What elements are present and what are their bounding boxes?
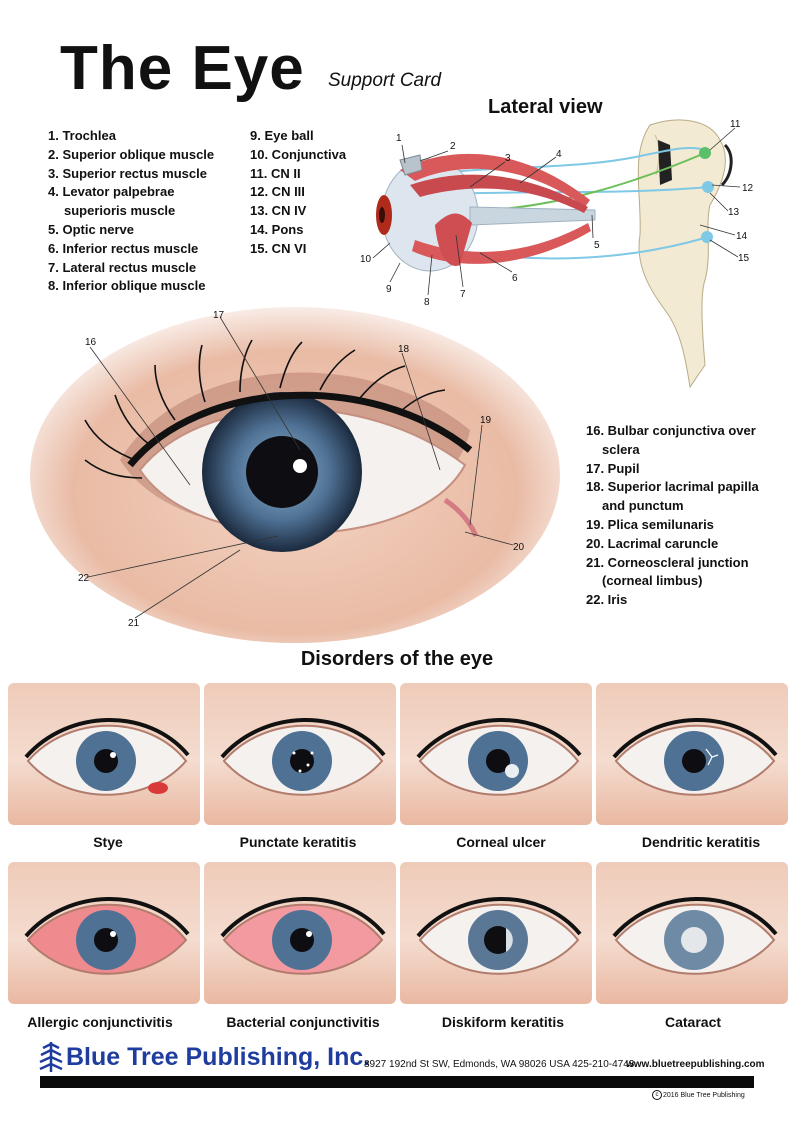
tree-logo-icon: [39, 1042, 63, 1072]
legend-item: 11. CN II: [250, 165, 301, 181]
legend-item: 22. Iris: [586, 592, 628, 608]
legend-item: superioris muscle: [64, 203, 176, 219]
disorder-label: Bacterial conjunctivitis: [226, 1014, 380, 1030]
disorder-thumb-stye: [8, 683, 200, 825]
disorder-label: Corneal ulcer: [456, 834, 546, 850]
footer-bar: [40, 1076, 754, 1088]
page-title: The Eye: [60, 34, 305, 103]
callout-15: 15: [738, 253, 750, 264]
legend-item: 9. Eye ball: [250, 128, 314, 143]
front-view-eye-illustration: 16 17 18 19 20 21 22: [30, 307, 560, 643]
callout-5: 5: [594, 240, 600, 251]
company-name: Blue Tree Publishing, Inc.: [66, 1043, 371, 1071]
legend-item: 2. Superior oblique muscle: [48, 146, 215, 162]
company-address: 8927 192nd St SW, Edmonds, WA 98026 USA …: [364, 1059, 635, 1070]
company-website[interactable]: www.bluetreepublishing.com: [626, 1059, 765, 1070]
legend-item: (corneal limbus): [602, 573, 703, 589]
legend-item: sclera: [602, 441, 640, 457]
legend-item: 6. Inferior rectus muscle: [48, 240, 199, 256]
callout-13: 13: [728, 207, 740, 218]
disorder-label: Allergic conjunctivitis: [27, 1014, 173, 1030]
legend-item: 13. CN IV: [250, 203, 307, 219]
legend-item: 8. Inferior oblique muscle: [48, 278, 206, 294]
callout-16: 16: [85, 337, 97, 348]
disorder-thumb-diskiform-keratitis: [400, 862, 592, 1004]
legend-item: and punctum: [602, 498, 684, 514]
copyright-text: 2016 Blue Tree Publishing: [663, 1092, 745, 1099]
disorder-thumb-allergic-conjunctivitis: [8, 862, 200, 1004]
disorder-label: Dendritic keratitis: [641, 834, 761, 850]
callout-22: 22: [78, 573, 90, 584]
lateral-legend-col1: 1. Trochlea 2. Superior oblique muscle 3…: [48, 127, 214, 296]
disorder-label: Punctate keratitis: [239, 834, 357, 850]
legend-item: 3. Superior rectus muscle: [48, 165, 207, 181]
callout-20: 20: [513, 542, 525, 553]
page-subtitle: Support Card: [328, 70, 442, 91]
callout-3: 3: [505, 153, 511, 164]
lateral-legend-col2: 9. Eye ball 10. Conjunctiva 11. CN II 12…: [250, 127, 346, 259]
disorder-thumb-cataract: [596, 862, 788, 1004]
callout-6: 6: [512, 273, 518, 284]
legend-item: 17. Pupil: [586, 460, 640, 476]
disorder-label: Cataract: [664, 1014, 722, 1030]
legend-item: 19. Plica semilunaris: [586, 516, 714, 532]
callout-18: 18: [398, 344, 410, 355]
legend-item: 21. Corneoscleral junction: [586, 554, 749, 570]
legend-item: 12. CN III: [250, 184, 305, 200]
legend-item: 7. Lateral rectus muscle: [48, 259, 197, 275]
callout-9: 9: [386, 284, 392, 295]
callout-19: 19: [480, 415, 492, 426]
callout-17: 17: [213, 310, 225, 321]
lateral-view-illustration: 1 2 3 4 5 6 7 8 9 10 11 12 13 14 15: [360, 119, 754, 389]
callout-12: 12: [742, 183, 754, 194]
legend-item: 16. Bulbar conjunctiva over: [586, 423, 756, 438]
disorder-label: Diskiform keratitis: [441, 1014, 565, 1030]
legend-item: 15. CN VI: [250, 240, 307, 256]
lateral-view-title: Lateral view: [488, 96, 603, 118]
legend-item: 14. Pons: [250, 221, 304, 237]
disorder-label: Stye: [93, 834, 123, 850]
callout-4: 4: [556, 149, 562, 160]
callout-7: 7: [460, 289, 466, 300]
callout-8: 8: [424, 297, 430, 308]
legend-item: 20. Lacrimal caruncle: [586, 535, 719, 551]
callout-11: 11: [730, 119, 741, 130]
disorder-thumb-dendritic-keratitis: [596, 683, 788, 825]
callout-14: 14: [736, 231, 748, 242]
legend-item: 1. Trochlea: [48, 128, 116, 143]
callout-2: 2: [450, 141, 456, 152]
disorder-thumb-corneal-ulcer: [400, 683, 592, 825]
disorder-thumb-punctate-keratitis: [204, 683, 396, 825]
front-view-legend: 16. Bulbar conjunctiva over sclera 17. P…: [586, 422, 759, 610]
disorder-thumb-bacterial-conjunctivitis: [204, 862, 396, 1004]
callout-1: 1: [396, 133, 402, 144]
copyright-icon: c: [652, 1090, 662, 1100]
disorders-title: Disorders of the eye: [300, 648, 494, 670]
legend-item: 18. Superior lacrimal papilla: [586, 479, 759, 495]
legend-item: 4. Levator palpebrae: [48, 184, 175, 200]
legend-item: 5. Optic nerve: [48, 221, 134, 237]
callout-21: 21: [128, 618, 140, 629]
legend-item: 10. Conjunctiva: [250, 146, 347, 162]
callout-10: 10: [360, 254, 372, 265]
